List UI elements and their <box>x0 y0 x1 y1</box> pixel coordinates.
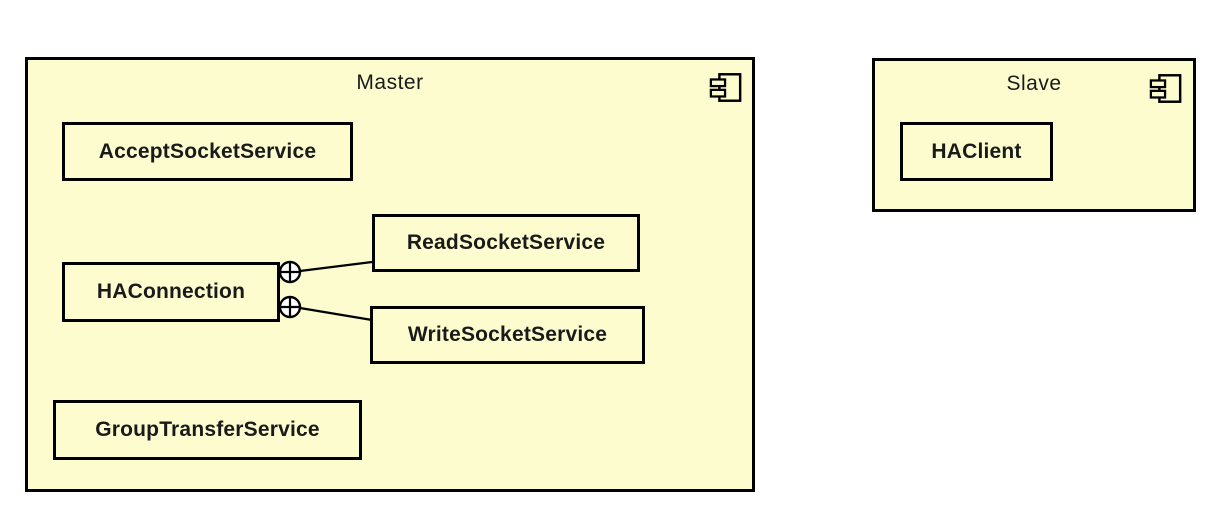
node-write-socket-service: WriteSocketService <box>370 306 645 364</box>
component-master-title: Master <box>356 71 424 94</box>
uml-component-icon <box>1149 74 1182 103</box>
component-slave-title: Slave <box>1006 72 1062 95</box>
node-group-transfer-service: GroupTransferService <box>53 400 362 460</box>
component-slave: Slave HAClient <box>872 58 1196 212</box>
node-accept-socket-service: AcceptSocketService <box>62 122 353 181</box>
node-ha-connection: HAConnection <box>62 262 280 322</box>
node-read-socket-service: ReadSocketService <box>372 214 640 272</box>
uml-component-icon <box>709 73 742 102</box>
node-ha-client: HAClient <box>900 122 1053 181</box>
component-master: Master AcceptSocketService HAConnection … <box>25 57 755 492</box>
